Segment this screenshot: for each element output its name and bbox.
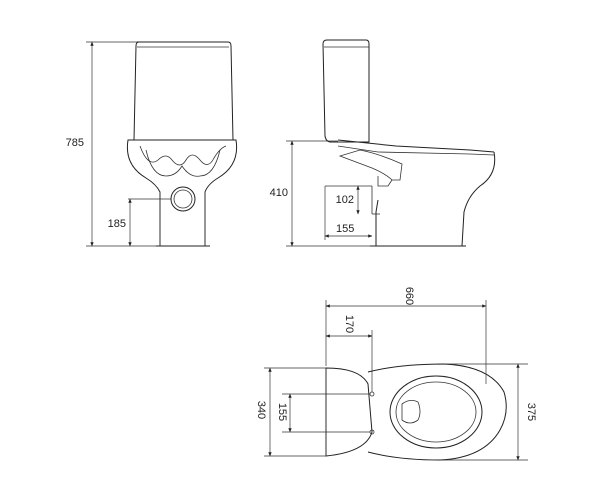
front-tank-outline [133, 41, 234, 141]
dim-inlet-offset-label: 155 [336, 223, 354, 235]
dim-total-length-label: 660 [403, 287, 415, 305]
top-view: 660 170 340 155 375 [255, 287, 537, 461]
dim-inlet-height-label: 102 [336, 194, 354, 206]
top-tank-outline [325, 367, 373, 457]
dim-tank-width-label: 340 [255, 401, 267, 419]
side-trap [338, 149, 403, 181]
dim-bowl-width-label: 375 [525, 403, 537, 421]
side-tank-outline [322, 39, 370, 143]
dim-seat-height-label: 410 [270, 187, 288, 199]
front-outlet-circle [170, 186, 196, 212]
dim-bolt-spacing-label: 155 [276, 403, 288, 421]
dim-outlet-height-label: 185 [108, 218, 126, 230]
dim-total-height-label: 785 [66, 137, 84, 149]
dim-bolt-offset-label: 170 [343, 315, 355, 333]
top-bowl-outer [367, 363, 507, 461]
side-bowl-outline [375, 151, 496, 247]
bolt-hole-top [369, 391, 375, 397]
top-bowl-inner [389, 375, 483, 449]
side-view: 410 102 155 [270, 39, 496, 247]
front-view: 785 185 [66, 41, 238, 247]
front-bowl-inner [139, 145, 227, 166]
front-bowl-rim [126, 139, 238, 247]
top-drain [401, 400, 421, 424]
side-seat [337, 139, 495, 153]
